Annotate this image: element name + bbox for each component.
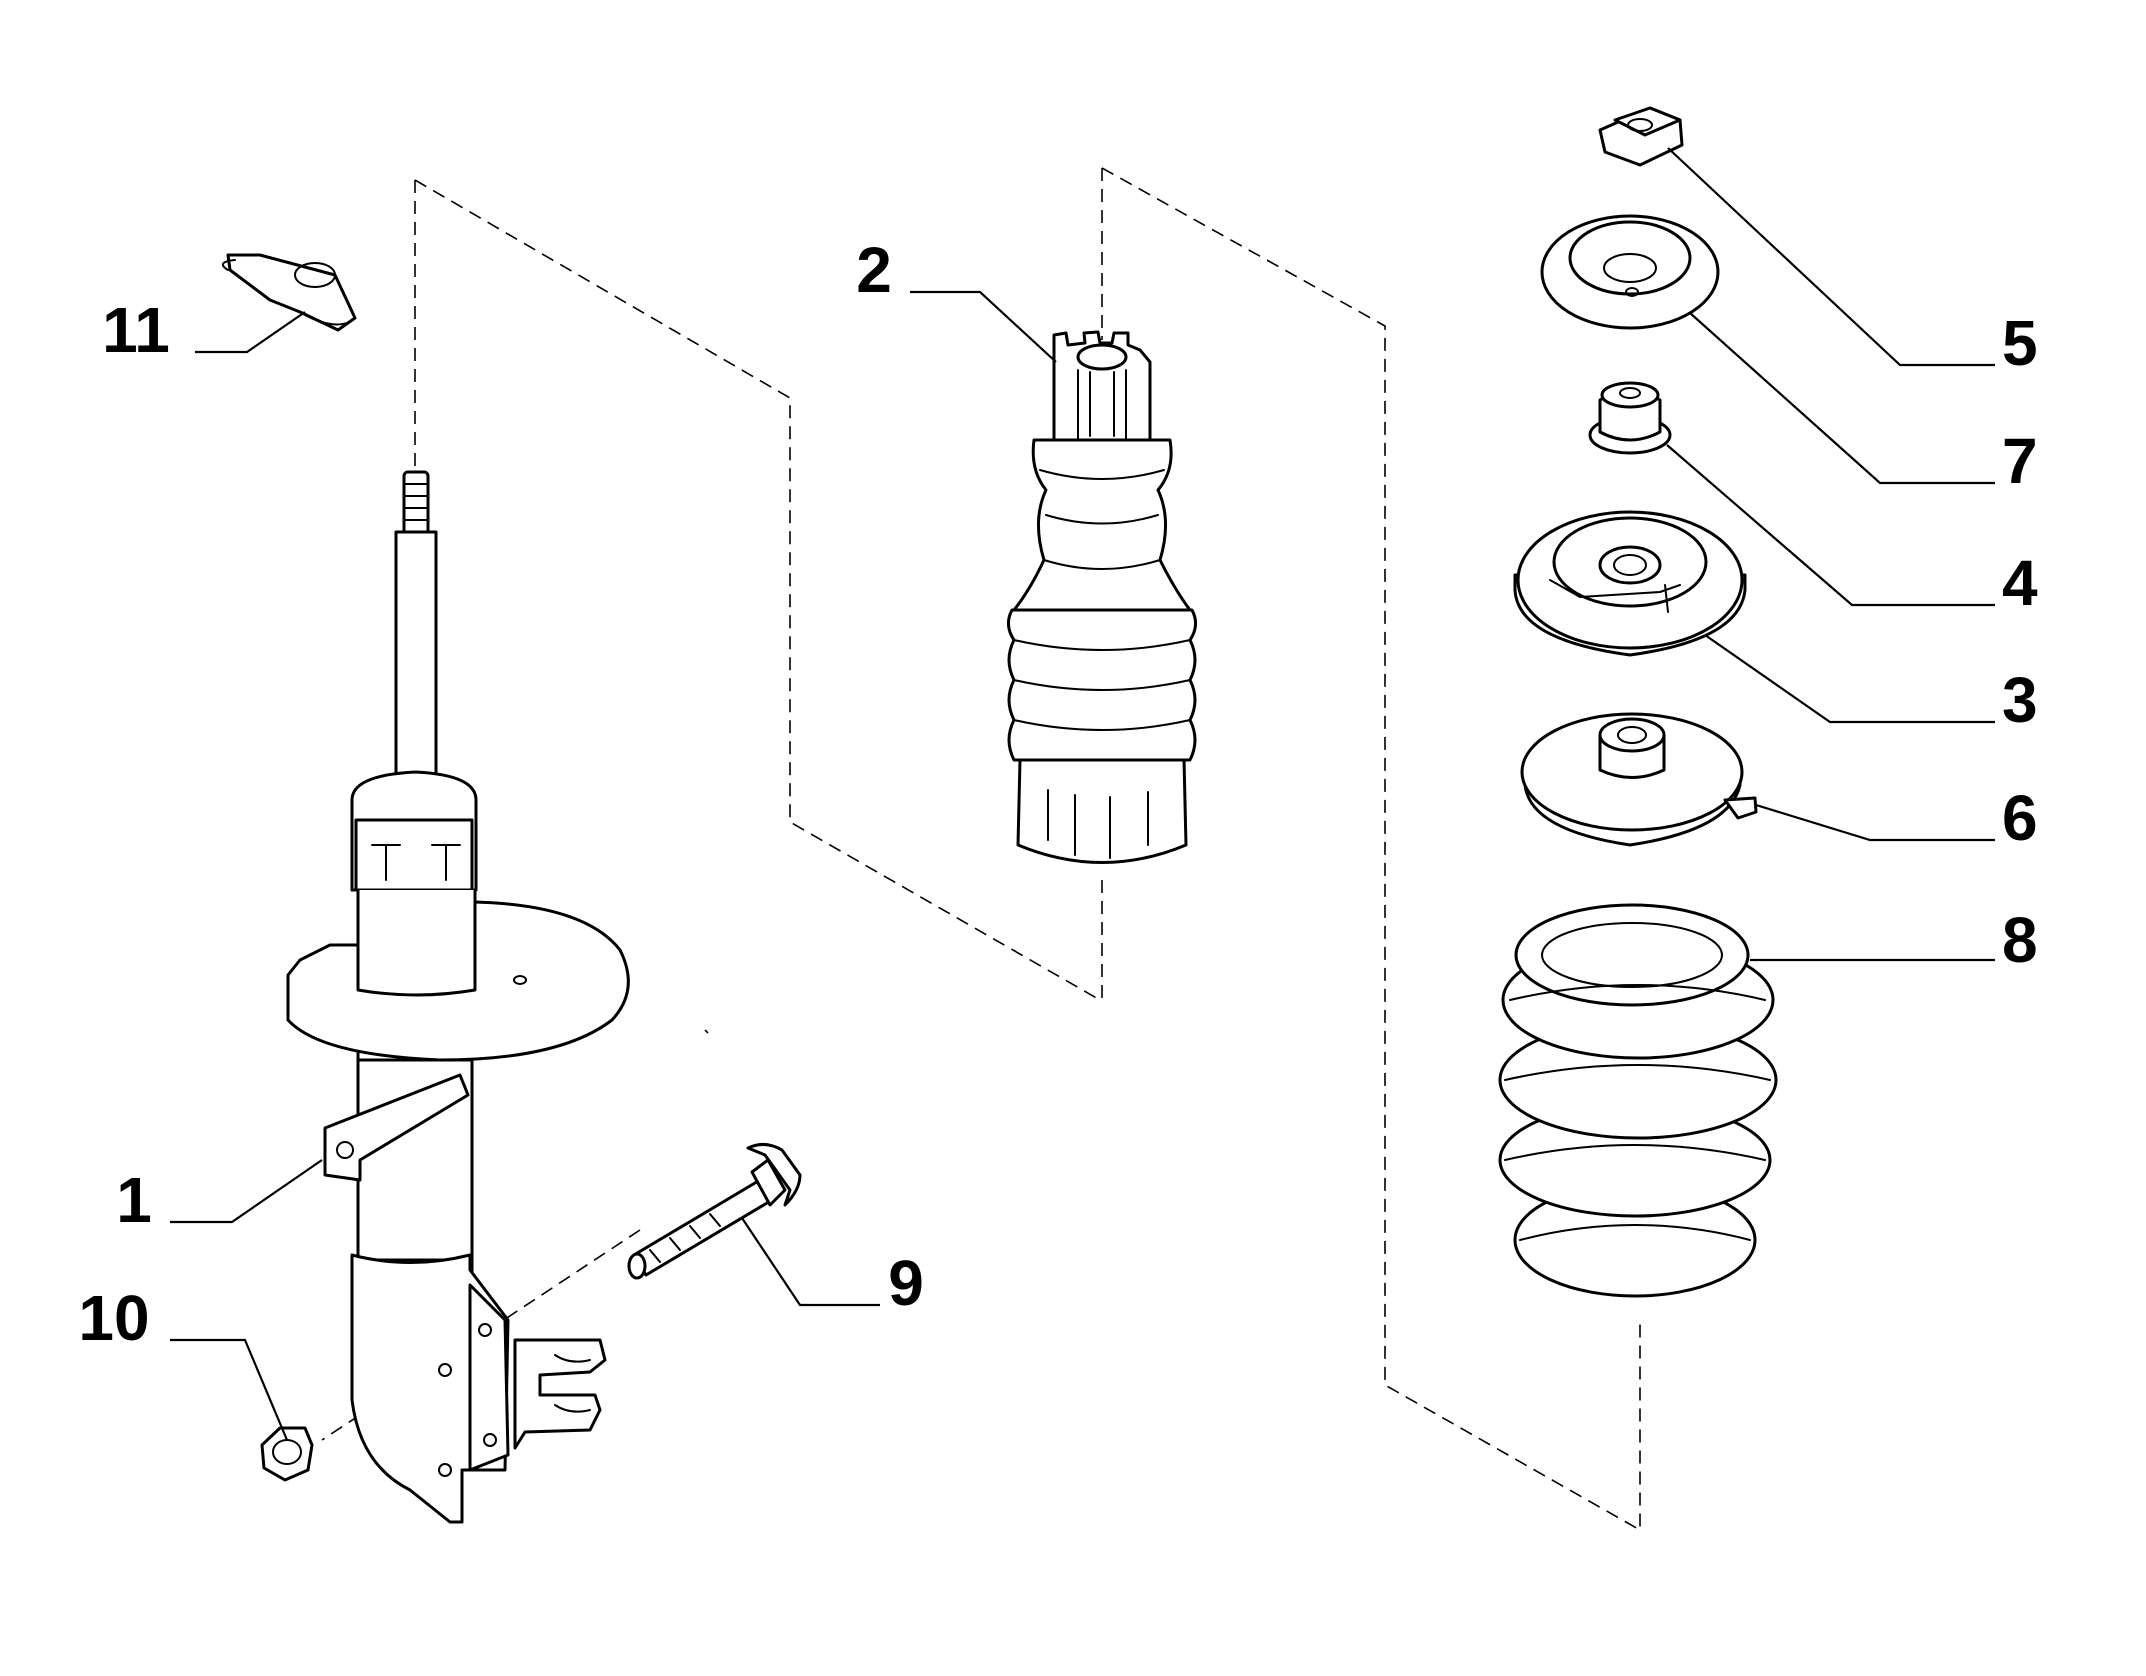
callout-4: 4 bbox=[2002, 547, 2038, 619]
flanged-nut bbox=[1588, 381, 1672, 455]
callout-8: 8 bbox=[2002, 904, 2038, 976]
coil-spring bbox=[1498, 903, 1778, 1298]
callout-labels: 1 2 3 4 5 6 7 8 9 10 11 bbox=[78, 234, 2038, 1354]
top-cup-washer bbox=[1540, 214, 1720, 330]
assembly-guide-lines bbox=[321, 167, 1641, 1532]
lower-spring-seat bbox=[1520, 712, 1758, 847]
strut-top-mount bbox=[1513, 510, 1747, 657]
callout-3: 3 bbox=[2002, 664, 2038, 736]
mounting-bolt bbox=[627, 1143, 802, 1280]
bump-stop-boot bbox=[1007, 330, 1197, 864]
top-nut bbox=[1598, 106, 1684, 167]
callout-10: 10 bbox=[78, 1282, 149, 1354]
callout-1: 1 bbox=[116, 1164, 152, 1236]
callout-5: 5 bbox=[2002, 307, 2038, 379]
callout-11: 11 bbox=[102, 294, 170, 366]
callout-9: 9 bbox=[888, 1247, 924, 1319]
callout-6: 6 bbox=[2002, 782, 2038, 854]
retaining-clip bbox=[221, 253, 357, 332]
callout-7: 7 bbox=[2002, 425, 2038, 497]
leader-lines bbox=[170, 147, 1995, 1441]
callout-2: 2 bbox=[856, 234, 892, 306]
bolt-nut bbox=[260, 1426, 314, 1482]
shock-absorber-strut bbox=[286, 470, 630, 1524]
